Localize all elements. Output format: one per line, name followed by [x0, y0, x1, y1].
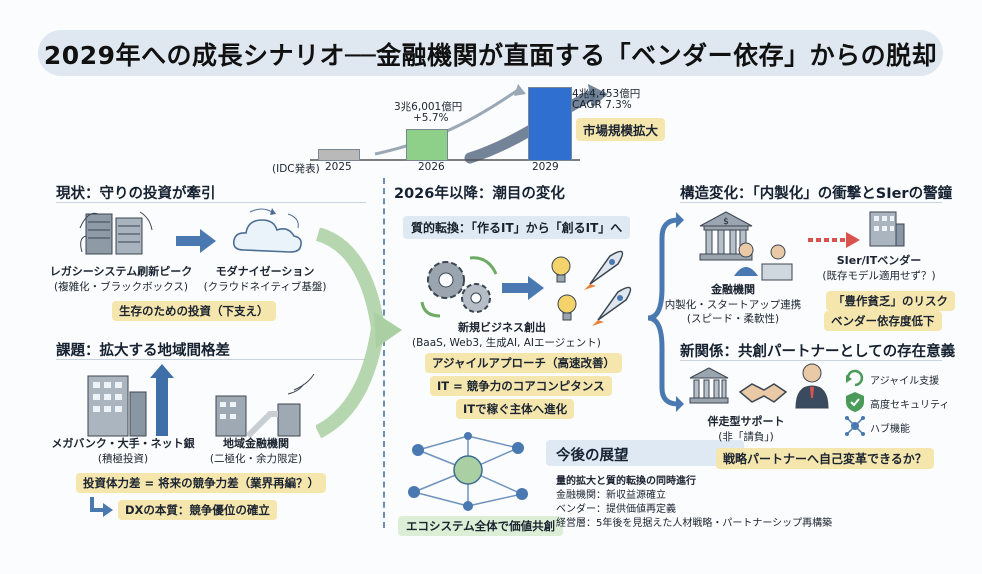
rocket-icon-2	[592, 286, 632, 326]
structural-change-rule	[680, 202, 942, 203]
market-chart: (IDC発表) 2025 2026 2029 3兆6,001億円 +5.7% 4…	[270, 82, 690, 178]
branching-arrow	[647, 212, 684, 412]
it-core-competence-pill: IT = 競争力のコアコンピタンス	[430, 376, 612, 396]
chart-source-label: (IDC発表)	[272, 163, 320, 175]
value-label-2026: 3兆6,001億円	[394, 101, 463, 113]
market-bar-2026	[406, 129, 448, 161]
category-label-2025: 2025	[325, 161, 352, 173]
feature-hub: ハブ機能	[870, 424, 910, 435]
investment-gap-pill: 投資体力差 = 将来の競争力差（業界再編？）	[76, 473, 327, 493]
tide-change-heading: 2026年以降：潮目の変化	[394, 186, 565, 202]
vendor-label: SIer/ITベンダー(既存モデル適用せず？)	[822, 254, 936, 282]
vendor-building-icon	[869, 211, 905, 247]
section-divider	[383, 178, 385, 528]
new-business-label: 新規ビジネス創出(BaaS, Web3, 生成AI, AIエージェント)	[412, 321, 601, 349]
businessman-icon	[795, 363, 829, 409]
ecosystem-pill: エコシステム全体で価値共創	[398, 516, 564, 536]
new-relationship-rule	[680, 360, 942, 361]
vendor-dependency-pill: ベンダー依存度低下	[824, 311, 942, 331]
support-label: 伴走型サポート(非「請負」)	[707, 415, 785, 443]
outlook-line-4: 経営層：5年後を見据えた人材戦略・パートナーシップ再構築	[556, 518, 833, 529]
market-bar-2025	[318, 149, 360, 161]
outlook-box	[546, 440, 744, 466]
outlook-heading: 今後の展望	[556, 448, 629, 464]
growth-label-2029: CAGR 7.3%	[572, 99, 632, 111]
dx-essence-pill: DXの本質：競争優位の確立	[118, 500, 277, 520]
startup-team-icon	[734, 242, 793, 281]
current-status-heading: 現状：守りの投資が牽引	[56, 186, 216, 202]
regional-bank-label: 地域金融機関(二極化・余力限定)	[209, 437, 303, 465]
dashed-arrow-icon	[808, 232, 860, 248]
current-status-rule	[56, 202, 366, 203]
shield-icon	[846, 392, 864, 412]
feature-security: 高度セキュリティ	[870, 400, 950, 411]
category-label-2026: 2026	[418, 161, 445, 173]
qualitative-shift-pill: 質的転換：「作るIT」から「創るIT」へ	[403, 216, 631, 239]
lightbulb-icon	[551, 256, 571, 283]
bank-building-icon: $	[699, 211, 753, 261]
hub-icon	[845, 416, 865, 436]
it-profit-pill: ITで稼ぐ主体へ進化	[456, 399, 575, 419]
svg-text:$: $	[723, 217, 729, 227]
financial-institution-label: 金融機関内製化・スタートアップ連携(スピード・柔軟性)	[664, 283, 802, 326]
regional-gap-heading: 課題：拡大する地域間格差	[56, 343, 230, 359]
agile-cycle-icon	[846, 369, 864, 387]
gears-icon	[420, 256, 498, 318]
right-arrow-icon	[176, 229, 216, 253]
bank-icon	[689, 367, 729, 404]
tall-buildings-icon	[87, 364, 174, 437]
market-expansion-callout: 市場規模拡大	[576, 118, 666, 141]
regional-gap-rule	[56, 359, 366, 360]
rocket-icon	[584, 250, 624, 290]
category-label-2029: 2029	[532, 161, 559, 173]
convergence-arrow	[316, 228, 402, 439]
market-bar-2029	[528, 87, 572, 161]
corner-arrow-icon	[90, 497, 113, 517]
structural-change-heading: 構造変化：「内製化」の衝撃とSIerの警鐘	[680, 186, 953, 202]
server-rack-icon	[79, 211, 153, 255]
new-relationship-heading: 新関係：共創パートナーとしての存在意義	[680, 344, 956, 360]
page-title: 2029年への成長シナリオ──金融機関が直面する「ベンダー依存」からの脱却	[43, 41, 938, 70]
outlook-line-1: 量的拡大と質的転換の同時進行	[556, 476, 696, 487]
legacy-system-label: レガシーシステム刷新ピーク(複雑化・ブラックボックス)	[49, 265, 193, 293]
strategic-partner-question-pill: 戦略パートナーへ自己変革できるか？	[716, 448, 934, 469]
outlook-line-3: ベンダー：提供価値再定義	[556, 504, 676, 515]
title-banner	[38, 30, 943, 76]
megabank-label: メガバンク・大手・ネット銀(積極投資)	[51, 437, 195, 465]
survival-investment-pill: 生存のための投資（下支え）	[112, 301, 276, 321]
value-label-2029: 4兆4,453億円	[572, 88, 641, 100]
lightbulb-icon-2	[557, 294, 577, 321]
regional-bank-icon	[215, 374, 315, 439]
network-ecosystem-icon	[408, 432, 528, 511]
agile-approach-pill: アジャイルアプローチ（高速改善）	[425, 353, 622, 373]
handshake-icon	[738, 383, 788, 403]
right-arrow-icon-center	[502, 276, 544, 300]
modernization-label: モダナイゼーション(クラウドネイティブ基盤)	[203, 265, 327, 293]
cloud-icon	[232, 208, 302, 253]
harvest-poverty-pill: 「豊作貧乏」のリスク	[826, 291, 955, 311]
outlook-line-2: 金融機関：新収益源確立	[556, 490, 666, 501]
feature-agile: アジャイル支援	[870, 376, 940, 387]
growth-label-2026: +5.7%	[413, 112, 449, 124]
